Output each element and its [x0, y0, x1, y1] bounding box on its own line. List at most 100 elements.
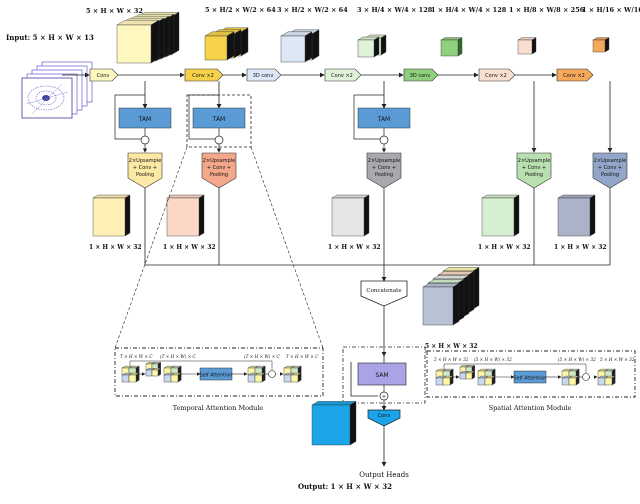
- output-grid-cube: [283, 365, 302, 383]
- attention-dim-label: 5 × H × W × 32: [434, 357, 469, 362]
- branch-output-dim: 1 × H × W × 32: [328, 244, 381, 251]
- stage1-feature-cube: [116, 19, 160, 64]
- attended-grid-cube: [561, 368, 580, 386]
- residual-line: [188, 94, 219, 140]
- grid-cell: [465, 371, 476, 380]
- attention-dim-label: (T × H × W) × C: [160, 354, 197, 359]
- pipeline-block: 3D conv: [403, 68, 439, 82]
- grid-cell: [128, 365, 140, 376]
- pipeline-block: 3D conv: [246, 68, 282, 82]
- self-attention-block: Self Attention: [200, 367, 233, 381]
- concat-dim-label: 5 × H × W × 32: [425, 343, 478, 350]
- top-dim-label: 5 × H/2 × W/2 × 64: [205, 6, 276, 14]
- branch-output-cube: [92, 194, 131, 237]
- grid-cell: [442, 375, 454, 386]
- attention-add-node: [582, 373, 590, 381]
- branch-output-dim: 1 × H × W × 32: [554, 244, 607, 251]
- output-label: Output: 1 × H × W × 32: [298, 482, 392, 491]
- upsample-block: 2×Upsample+ Conv +Pooling: [516, 152, 552, 189]
- upsample-label: + Conv +: [598, 165, 622, 171]
- sam-block: [357, 362, 407, 386]
- branch-output-dim: 1 × H × W × 32: [89, 244, 142, 251]
- tam-zoom-line-right: [250, 146, 324, 349]
- tam-block: TAM: [118, 107, 172, 129]
- attended-grid-cube: [247, 365, 266, 383]
- input-grid-cube: [435, 368, 454, 386]
- pipeline-block: Conv ×2: [184, 68, 224, 82]
- add-node: [140, 135, 150, 145]
- branch-output-cube: [166, 194, 205, 237]
- self-attention-label: Self Attention: [514, 376, 547, 382]
- add-node: [214, 135, 224, 145]
- stage5-feature-cube: [440, 37, 463, 57]
- pipeline-block: Conv: [89, 68, 119, 82]
- tam-detail-box: [114, 347, 324, 397]
- branch-output-cube: [481, 194, 520, 237]
- stage4-feature-cube: [357, 36, 380, 58]
- top-dim-label: 1 × H/8 × W/8 × 256: [509, 6, 585, 14]
- grid-cell: [484, 368, 496, 379]
- branch-output-cube: [557, 194, 596, 237]
- branch-output-dim: 1 × H × W × 32: [163, 244, 216, 251]
- sam-label: SAM: [375, 372, 388, 379]
- tam-label: TAM: [212, 116, 225, 123]
- upsample-block: 2×Upsample+ Conv +Pooling: [592, 152, 628, 189]
- upsample-label: + Conv +: [133, 165, 157, 171]
- upsample-label: 2×Upsample: [594, 158, 626, 164]
- output-grid-cube: [597, 368, 616, 386]
- attention-dim-label: T × H × W × C: [120, 354, 153, 359]
- attention-residual-line: [443, 363, 587, 373]
- grid-cell: [568, 375, 580, 386]
- grid-cell: [484, 375, 496, 386]
- upsample-label: 2×Upsample: [129, 158, 161, 164]
- upsample-block: 2×Upsample+ Conv +Pooling: [201, 152, 237, 189]
- upsample-label: + Conv +: [522, 165, 546, 171]
- top-dim-label: 1 × H/16 × W/16 × 512: [582, 6, 640, 14]
- pipeline-block: Conv ×2: [556, 68, 594, 82]
- reshape-grid-cube: [459, 365, 476, 380]
- grid-cell: [128, 372, 140, 383]
- top-dim-label: 1 × H/4 × W/4 × 128: [431, 6, 507, 14]
- final-conv-label: Conv: [378, 413, 391, 419]
- concat-feature-cube: [422, 283, 460, 326]
- svg-text:+: +: [382, 394, 386, 400]
- reshape-grid-cube: [163, 365, 182, 383]
- grid-cell: [170, 365, 182, 376]
- pipeline-block-label: Conv: [97, 73, 110, 79]
- pipeline-block-label: Conv ×2: [192, 73, 214, 79]
- tam-block: TAM: [192, 107, 246, 129]
- tam-block: TAM: [357, 107, 411, 129]
- residual-line: [353, 94, 384, 140]
- output-heads-label: Output Heads: [359, 471, 409, 479]
- upsample-label: Pooling: [601, 172, 619, 178]
- top-dim-label: 3 × H/2 × W/2 × 64: [277, 6, 348, 14]
- upsample-label: Pooling: [375, 172, 393, 178]
- grid-cell: [604, 368, 616, 379]
- grid-cell: [290, 372, 302, 383]
- pipeline-block-label: Conv ×2: [563, 73, 585, 79]
- reshape-grid-cube: [477, 368, 496, 386]
- pipeline-block-label: Conv ×2: [485, 73, 507, 79]
- top-dim-label: 5 × H × W × 32: [86, 7, 143, 15]
- sam-detail-box: [426, 350, 636, 398]
- pipeline-block-label: Conv ×2: [331, 73, 353, 79]
- grid-cell: [254, 372, 266, 383]
- add-node: [379, 135, 389, 145]
- tam-zoom-line-left: [114, 146, 188, 349]
- sam-selection-box: [342, 346, 426, 404]
- attention-dim-label: 5 × H × W × 32: [600, 357, 635, 362]
- pipeline-block-label: 3D conv: [253, 73, 274, 79]
- input-pointcloud-stack: [21, 61, 93, 119]
- input-label: Input: 5 × H × W × 13: [6, 33, 94, 42]
- tam-label: TAM: [138, 116, 151, 123]
- upsample-label: 2×Upsample: [203, 158, 235, 164]
- upsample-label: 2×Upsample: [518, 158, 550, 164]
- reshape-grid-cube: [145, 362, 162, 377]
- grid-cell: [290, 365, 302, 376]
- sam-module-caption: Spatial Attention Module: [489, 404, 572, 412]
- attention-dim-label: (5 × H × W) × 32: [474, 357, 512, 362]
- final-conv-block: [367, 409, 401, 427]
- grid-cell: [604, 375, 616, 386]
- self-attention-label: Self Attention: [200, 373, 233, 379]
